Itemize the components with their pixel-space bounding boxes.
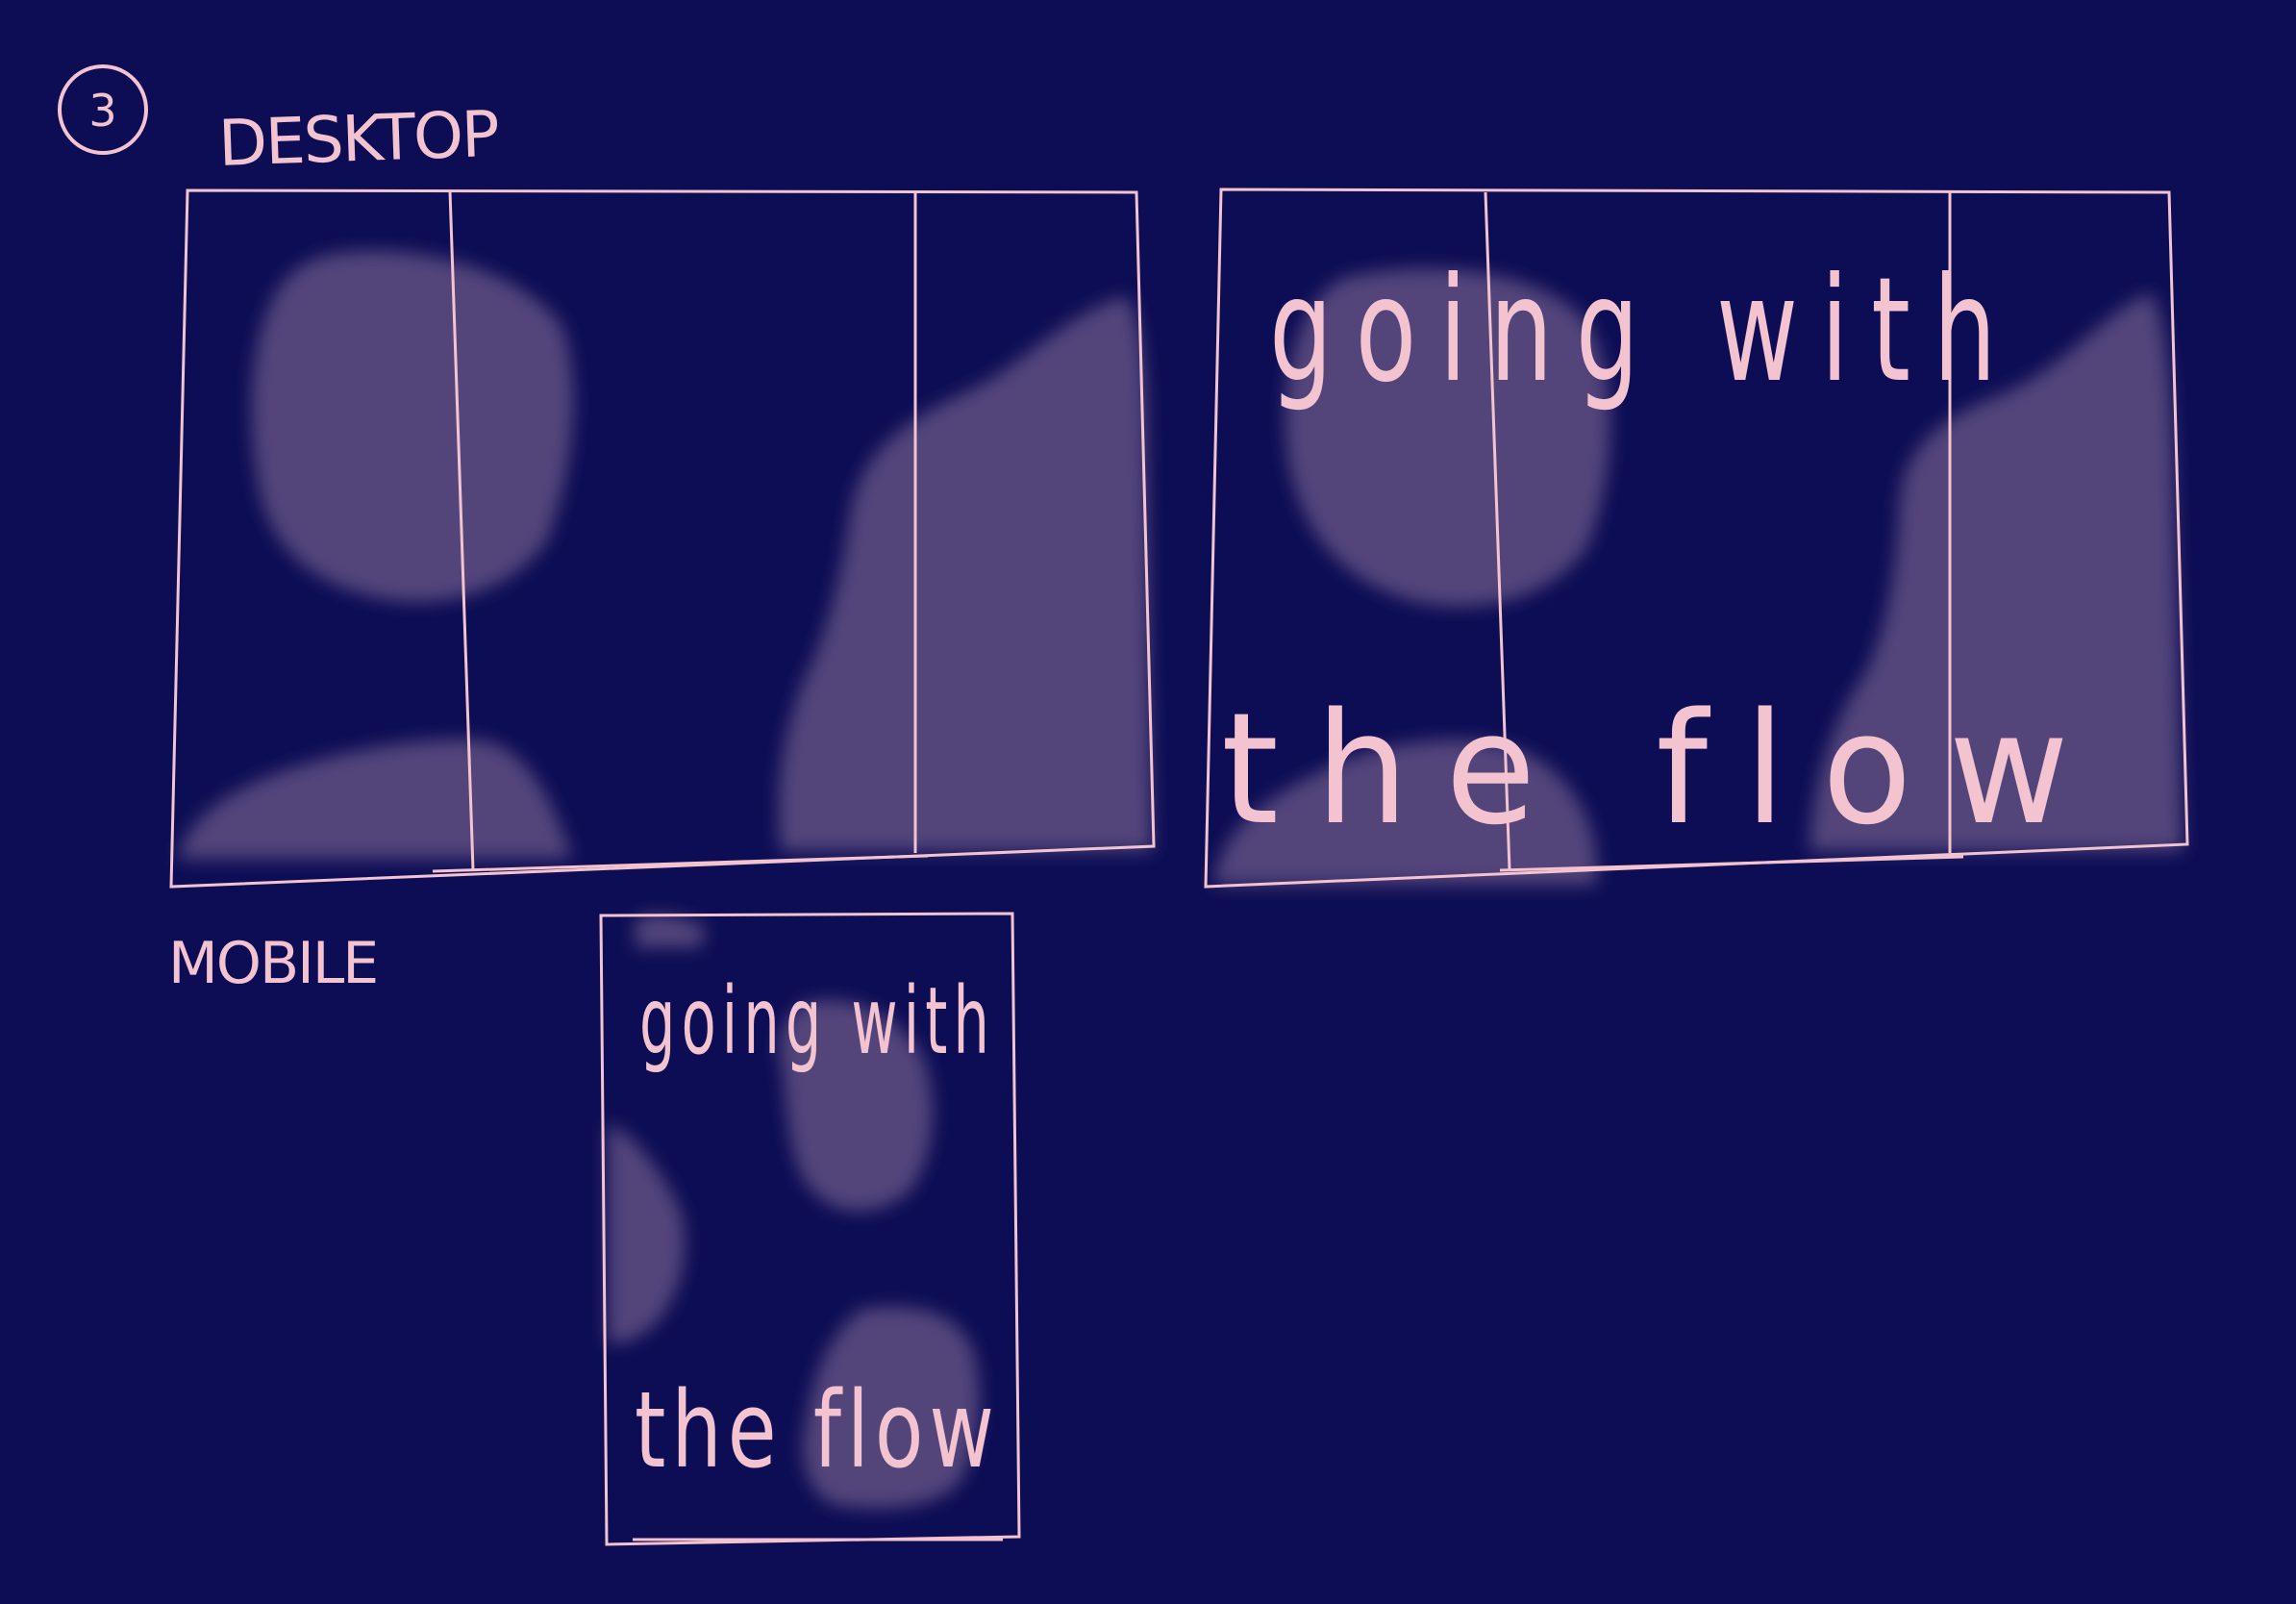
- column-divider: [1484, 191, 1511, 871]
- desktop-frame-blank-border: [169, 188, 1156, 889]
- blob-shape: [778, 296, 1152, 851]
- blob-shape: [779, 999, 933, 1212]
- desktop-headline: going with the flow: [1221, 247, 2106, 859]
- mobile-frame: going with the flow: [599, 912, 1021, 1546]
- blob-shape: [1213, 739, 1597, 885]
- desktop-frame-headline-border: [1204, 188, 2189, 889]
- blob-shape: [251, 250, 574, 602]
- blob-shape: [803, 1307, 980, 1509]
- frame-bottom-accent: [1499, 855, 1964, 872]
- step-badge-circle: [58, 64, 148, 155]
- desktop-frame-headline-blobs: [1213, 268, 2183, 885]
- desktop-frame-blank: [169, 188, 1156, 889]
- mobile-label: MOBILE: [168, 930, 377, 997]
- blob-shape: [178, 739, 572, 859]
- desktop-headline-line-2: the flow: [1221, 679, 2106, 859]
- mobile-frame-border: [599, 912, 1021, 1546]
- mobile-headline: going with the flow: [635, 967, 1000, 1491]
- desktop-label: DESKTOP: [217, 97, 499, 181]
- desktop-frame-headline: going with the flow: [1204, 188, 2189, 889]
- step-number: 3: [88, 85, 116, 137]
- mobile-frame-blobs: [608, 915, 980, 1509]
- desktop-headline-line-1: going with: [1269, 247, 2019, 414]
- frame-bottom-accent: [432, 854, 929, 873]
- blob-shape: [1809, 293, 2183, 851]
- mobile-headline-line-1: going with: [639, 967, 995, 1075]
- mobile-headline-line-2: the flow: [635, 1368, 1000, 1491]
- column-divider: [448, 190, 475, 871]
- blob-shape: [635, 915, 707, 947]
- step-badge: 3: [58, 64, 148, 155]
- desktop-frame-blank-blobs: [178, 250, 1152, 859]
- blob-shape: [1285, 268, 1610, 607]
- blob-shape: [608, 1123, 686, 1343]
